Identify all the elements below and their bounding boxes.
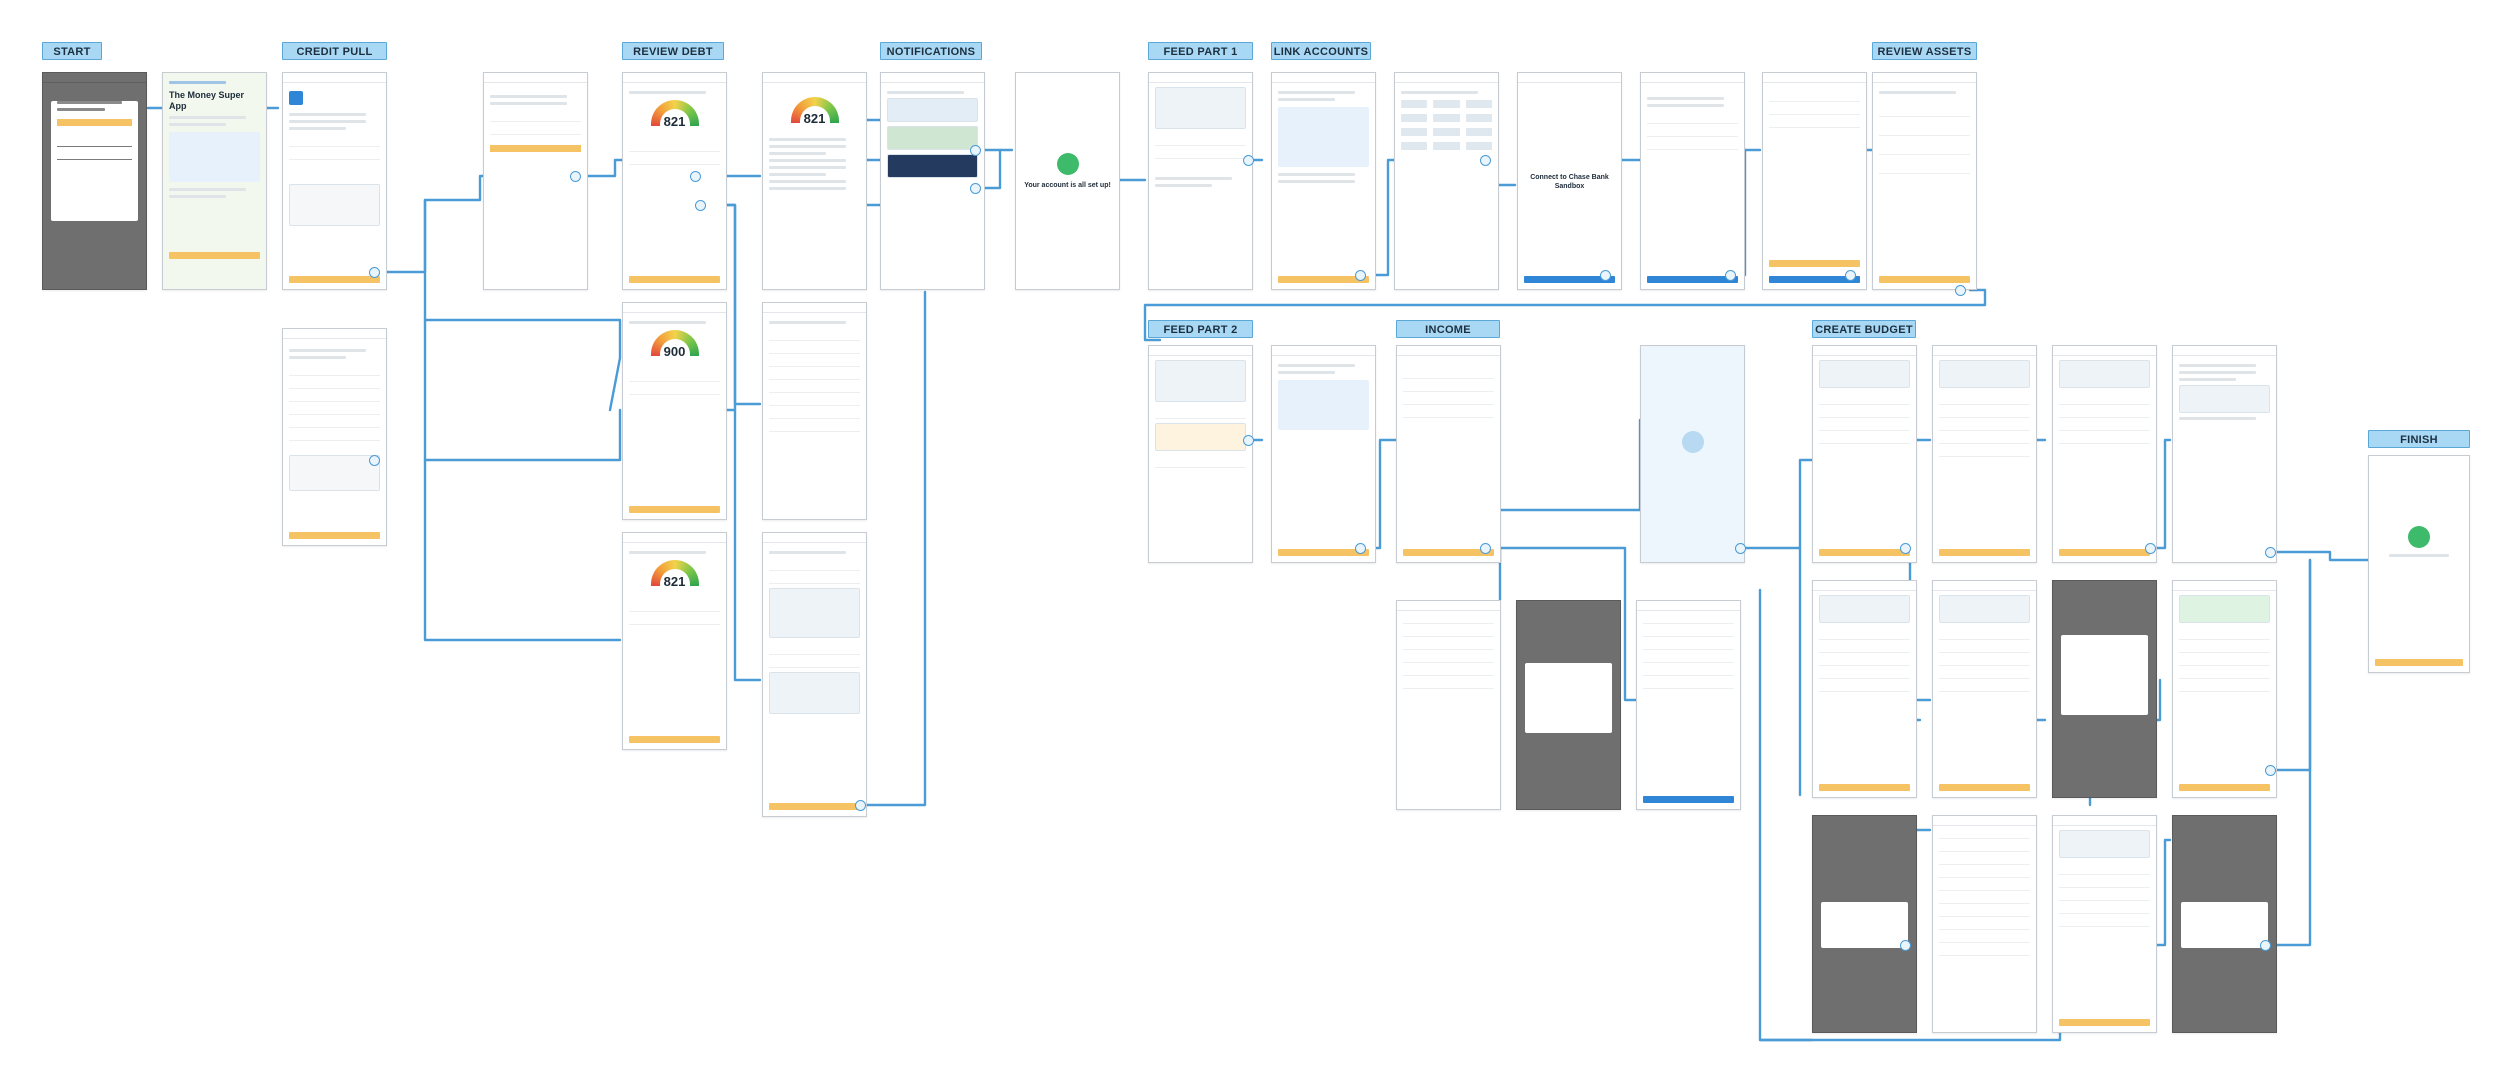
screen-edit-category	[1636, 600, 1741, 810]
screen-review-liabilities	[762, 302, 867, 520]
screen-set-a-budget	[1271, 345, 1376, 563]
screen-notifications	[880, 72, 985, 290]
screen-connect-chase: Connect to Chase Bank Sandbox	[1517, 72, 1622, 290]
credit-score-value: 821	[623, 114, 726, 129]
header-feed-part-1: FEED PART 1	[1148, 42, 1253, 60]
screen-budget-detail	[2052, 345, 2157, 563]
screen-feed-part-2	[1148, 345, 1253, 563]
credit-score-value: 900	[623, 344, 726, 359]
connect-chase-text: Connect to Chase Bank Sandbox	[1524, 173, 1615, 191]
header-create-budget: CREATE BUDGET	[1812, 320, 1916, 338]
header-income: INCOME	[1396, 320, 1500, 338]
screen-review-assets	[1872, 72, 1977, 290]
screen-add-category	[1932, 815, 2037, 1033]
screen-recalculate-modal	[1812, 815, 1917, 1033]
header-start: START	[42, 42, 102, 60]
branch-label	[2370, 790, 2460, 814]
flow-node	[1355, 543, 1366, 554]
flow-node	[1845, 270, 1856, 281]
flow-node	[2265, 547, 2276, 558]
flow-node	[2145, 543, 2156, 554]
flow-node	[570, 171, 581, 182]
flow-node	[1243, 435, 1254, 446]
flow-node	[1955, 285, 1966, 296]
branch-label	[440, 210, 480, 234]
screen-manual-budget-3	[2172, 580, 2277, 798]
screen-income-information	[1396, 345, 1501, 563]
header-feed-part-2: FEED PART 2	[1148, 320, 1253, 338]
credit-score-value: 821	[763, 111, 866, 126]
flow-node	[970, 183, 981, 194]
screen-review-profile-no-debt: 821	[622, 532, 727, 750]
screen-money-super-app: The Money Super App	[162, 72, 267, 290]
flow-node	[695, 200, 706, 211]
screen-budget-categories	[1932, 345, 2037, 563]
screen-debt-goal	[762, 532, 867, 817]
header-finish: FINISH	[2368, 430, 2470, 448]
flow-node	[1600, 270, 1611, 281]
header-credit-pull: CREDIT PULL	[282, 42, 387, 60]
credit-score-value: 821	[623, 574, 726, 589]
money-super-app-title: The Money Super App	[169, 90, 260, 112]
screen-account-setup: Your account is all set up!	[1015, 72, 1120, 290]
flow-node	[369, 455, 380, 466]
screen-connect-bank	[1394, 72, 1499, 290]
flow-node	[1725, 270, 1736, 281]
screen-overspending-modal	[2172, 815, 2277, 1033]
flow-node	[855, 800, 866, 811]
screen-login	[42, 72, 147, 290]
screen-financial-profile-form	[282, 328, 387, 546]
screen-loading	[1640, 345, 1745, 563]
flow-node	[1243, 155, 1254, 166]
branch-label	[2310, 660, 2350, 684]
screen-transaction-breakdown	[1396, 600, 1501, 810]
screen-smarter-budget	[1271, 72, 1376, 290]
screen-review-profile-821: 821	[622, 72, 727, 290]
flow-node	[970, 145, 981, 156]
flow-node	[1900, 543, 1911, 554]
screen-finish	[2368, 455, 2470, 673]
screen-credit-score-detail: 821	[762, 72, 867, 290]
flow-node	[690, 171, 701, 182]
screen-supermoney-tips	[2172, 345, 2277, 563]
screen-transaction-menu	[1516, 600, 1621, 810]
screen-view-bank-details	[1640, 72, 1745, 290]
account-setup-text: Your account is all set up!	[1022, 181, 1113, 190]
screen-manual-budget-2	[1932, 580, 2037, 798]
screen-link-accounts	[1762, 72, 1867, 290]
header-link-accounts: LINK ACCOUNTS	[1271, 42, 1371, 60]
flow-node	[1480, 155, 1491, 166]
flow-node	[1735, 543, 1746, 554]
header-review-assets: REVIEW ASSETS	[1872, 42, 1977, 60]
flow-node	[2265, 765, 2276, 776]
flow-node	[1355, 270, 1366, 281]
screen-manual-budget-4	[2052, 815, 2157, 1033]
header-review-debt: REVIEW DEBT	[622, 42, 724, 60]
flow-node	[2260, 940, 2271, 951]
flow-node	[1480, 543, 1491, 554]
flow-node	[369, 267, 380, 278]
header-notifications: NOTIFICATIONS	[880, 42, 982, 60]
screen-manual-budget-modal	[2052, 580, 2157, 798]
screen-manual-budget	[1812, 580, 1917, 798]
screen-financial-profile	[282, 72, 387, 290]
branch-label	[490, 400, 560, 424]
screen-budget-recommended	[1812, 345, 1917, 563]
screen-feed-part-1	[1148, 72, 1253, 290]
branch-label	[500, 634, 540, 646]
flow-node	[1900, 940, 1911, 951]
branch-label	[470, 314, 590, 326]
branch-label	[2290, 555, 2330, 579]
screen-review-profile-900: 900	[622, 302, 727, 520]
